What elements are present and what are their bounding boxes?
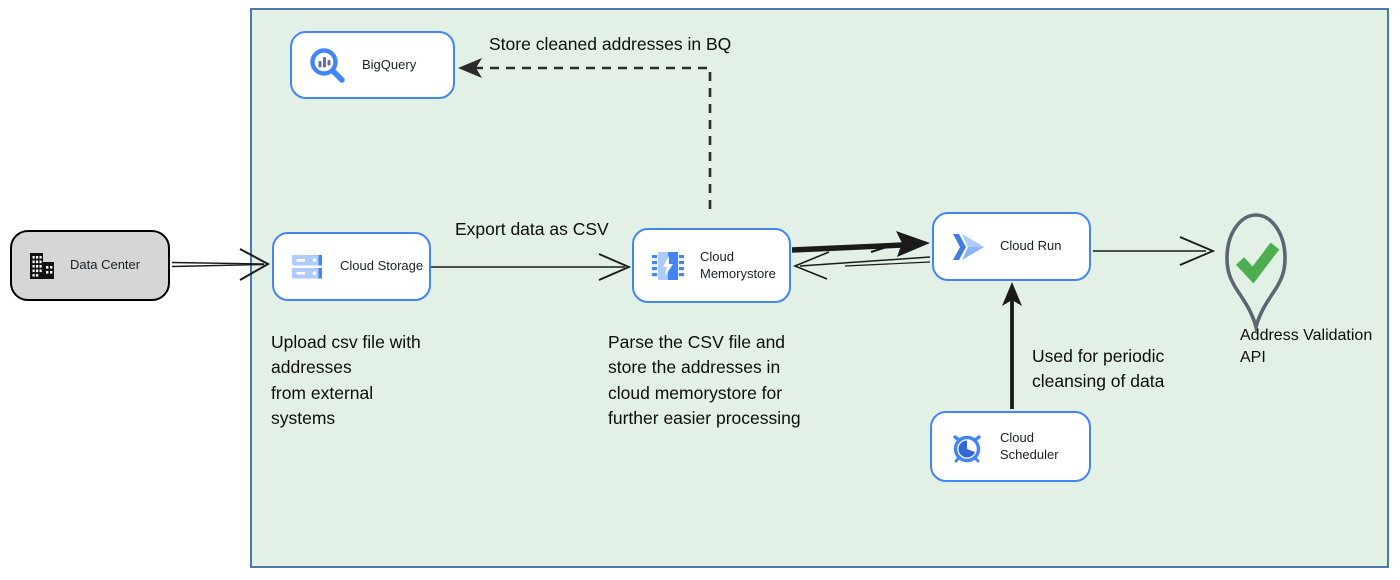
annotation-upload-csv: Upload csv file with addresses from exte… [271,332,421,429]
building-icon [30,252,54,279]
magnifier-barchart-icon [310,48,345,83]
node-bigquery-label: BigQuery [362,56,417,72]
node-cloud-scheduler[interactable]: Cloud Scheduler [930,411,1091,482]
node-cloud-run-label: Cloud Run [1000,238,1062,254]
node-bigquery[interactable]: BigQuery [290,31,455,99]
memory-chip-bolt-icon [652,251,684,280]
address-validation-api-label: Address Validation API [1240,327,1373,367]
annotation-parse-csv: Parse the CSV file and store the address… [608,332,801,429]
run-chevrons-icon [953,233,984,260]
gcp-boundary-box [250,8,1389,568]
node-cloud-memorystore[interactable]: Cloud Memorystore [632,228,791,303]
node-data-center[interactable]: Data Center [10,230,170,301]
node-cloud-storage-label: Cloud Storage [340,258,424,274]
alarm-clock-icon [953,434,981,462]
node-cloud-run[interactable]: Cloud Run [932,212,1091,281]
node-cloud-memorystore-label: Cloud Memorystore [700,249,776,281]
node-data-center-label: Data Center [70,257,141,273]
storage-bars-icon [292,254,322,278]
node-cloud-scheduler-label: Cloud Scheduler [1000,430,1059,462]
annotation-export-csv: Export data as CSV [455,219,609,239]
annotation-store-bq: Store cleaned addresses in BQ [489,34,732,54]
node-cloud-storage[interactable]: Cloud Storage [272,232,431,301]
map-pin-check-icon[interactable] [1221,207,1291,333]
annotation-periodic-cleansing: Used for periodic cleansing of data [1032,346,1165,392]
